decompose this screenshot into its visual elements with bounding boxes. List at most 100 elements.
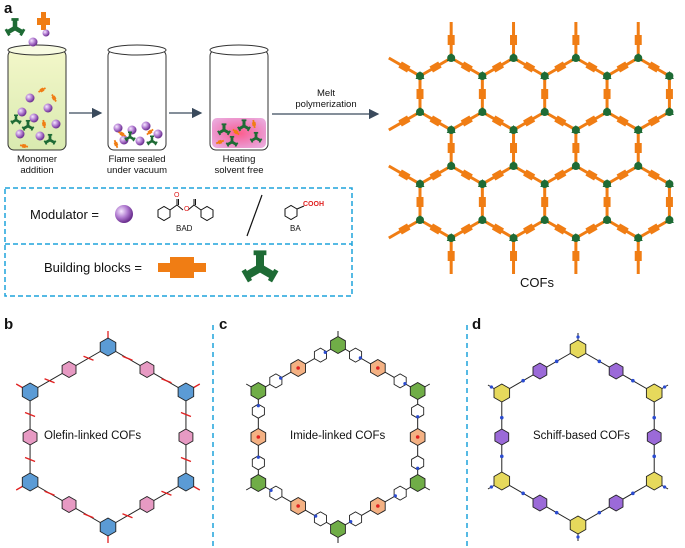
olefin-double-bond xyxy=(24,456,36,463)
imide-nitrogen xyxy=(416,466,420,470)
cof-linker-node xyxy=(585,61,598,73)
aromatic-ring xyxy=(645,383,663,403)
vial-flame-sealed xyxy=(107,44,167,151)
modulator-icon xyxy=(115,205,133,223)
imide-carbonyl xyxy=(376,366,380,370)
cof-vertex-core xyxy=(509,162,518,170)
imide-nitrogen xyxy=(358,356,362,360)
step-3-line-2: solvent free xyxy=(214,165,264,176)
cof-linker-node xyxy=(491,223,505,235)
cof-linker-node xyxy=(523,223,536,235)
cof-vertex-core xyxy=(509,54,518,62)
olefin-double-bond xyxy=(44,490,55,496)
cof-linker-node xyxy=(616,61,629,73)
cof-linker-node xyxy=(665,197,673,207)
aromatic-ring xyxy=(251,403,265,419)
imine-nitrogen xyxy=(499,415,504,420)
cof-linker-node xyxy=(616,169,629,181)
cof-linker-node xyxy=(634,251,642,261)
imide-nitrogen xyxy=(393,494,397,498)
olefin-double-bond xyxy=(122,355,133,361)
aromatic-ring xyxy=(349,347,363,363)
ba-label: BA xyxy=(290,224,301,233)
step-2-line-2: under vacuum xyxy=(106,165,168,176)
imine-nitrogen xyxy=(631,491,635,496)
imide-nitrogen xyxy=(349,520,353,524)
cof-vertex-core xyxy=(478,72,487,80)
imide-nitrogen xyxy=(269,488,273,492)
cof-vertex-core xyxy=(603,216,612,224)
imide-nitrogen xyxy=(279,376,283,380)
cof-linker-node xyxy=(416,89,424,99)
imine-nitrogen xyxy=(652,454,657,459)
aromatic-ring xyxy=(139,495,155,514)
olefin-double-bond xyxy=(83,513,94,519)
cof-linker-node xyxy=(523,61,536,73)
imine-nitrogen xyxy=(489,485,493,489)
cof-vertex-core xyxy=(571,234,580,242)
aromatic-ring xyxy=(393,373,407,389)
bad-structure xyxy=(157,199,214,222)
aromatic-ring xyxy=(330,519,346,539)
olefin-double-bond xyxy=(44,378,55,384)
modulator-label: Modulator = xyxy=(30,207,100,222)
step-1-line-2: addition xyxy=(20,165,54,176)
aromatic-ring xyxy=(313,347,327,363)
cof-vertex-core xyxy=(665,180,674,188)
cof-linker-node xyxy=(523,115,536,127)
cof-linker-node xyxy=(460,61,473,73)
schiff-caption: Schiff-based COFs xyxy=(533,430,630,442)
step-2-line-1: Flame sealed xyxy=(108,154,166,165)
cof-linker-node xyxy=(447,143,455,153)
imide-nitrogen xyxy=(314,514,318,518)
olefin-double-bond xyxy=(24,411,36,418)
panel-letter-d: d xyxy=(472,316,482,333)
cof-linker-node xyxy=(429,61,442,73)
cof-vertex-core xyxy=(447,234,456,242)
imide-nitrogen xyxy=(323,350,327,354)
cof-linker-node xyxy=(491,169,505,181)
cof-linker-node xyxy=(647,169,660,181)
building-blocks-label: Building blocks = xyxy=(44,260,142,275)
cof-linker-node xyxy=(554,223,567,235)
cof-linker-node xyxy=(510,35,518,45)
olefin-double-bond xyxy=(161,490,172,496)
aromatic-ring xyxy=(61,360,77,379)
cof-vertex-core xyxy=(634,54,643,62)
aromatic-ring xyxy=(608,362,624,380)
imine-nitrogen xyxy=(652,415,657,420)
imide-nitrogen xyxy=(256,404,260,408)
cof-linker-node xyxy=(460,169,473,181)
cof-linker-node xyxy=(510,143,518,153)
arrow-label-line-1: Melt xyxy=(317,88,335,99)
aromatic-ring xyxy=(409,473,426,493)
cof-linker-node xyxy=(447,251,455,261)
cof-vertex-core xyxy=(603,108,612,116)
cof-linker-node xyxy=(510,251,518,261)
imine-nitrogen xyxy=(597,510,602,515)
aromatic-ring xyxy=(330,335,346,355)
cof-vertex-core xyxy=(634,162,643,170)
cof-vertex-core xyxy=(571,54,580,62)
cof-vertex-core xyxy=(634,126,643,134)
cof-vertex-core xyxy=(447,126,456,134)
aromatic-ring xyxy=(21,472,39,492)
cof-linker-node xyxy=(603,89,611,99)
cof-linker-node xyxy=(460,115,473,127)
olefin-caption: Olefin-linked COFs xyxy=(44,430,142,442)
aromatic-ring xyxy=(645,471,663,491)
aromatic-ring xyxy=(393,485,407,501)
cof-vertex-core xyxy=(634,234,643,242)
aromatic-ring xyxy=(61,495,77,514)
step-label-heating: Heating solvent free xyxy=(198,154,280,176)
ester-oxygen-label: O xyxy=(184,206,190,213)
aromatic-ring xyxy=(313,511,327,527)
cof-vertex-core xyxy=(665,108,674,116)
imide-nitrogen xyxy=(256,455,260,459)
cof-linker-node xyxy=(398,61,411,73)
step-label-monomer-addition: Monomer addition xyxy=(0,154,74,176)
aromatic-ring xyxy=(409,381,426,401)
imide-caption: Imide-linked COFs xyxy=(290,430,386,442)
cof-vertex-core xyxy=(665,216,674,224)
